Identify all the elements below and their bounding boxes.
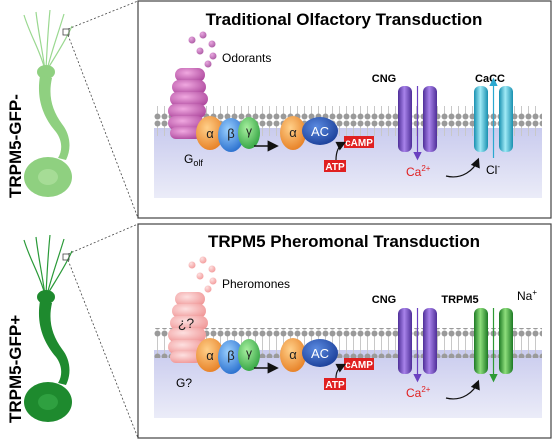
label-trpm5-gfp-positive: TRPM5-GFP+ bbox=[6, 315, 25, 423]
g-gamma-subunit bbox=[238, 117, 260, 149]
ca-ion-label: Ca2+ bbox=[406, 164, 431, 179]
pheromone-receptor bbox=[168, 292, 208, 363]
neuron-gfp-negative bbox=[23, 9, 73, 197]
panel-title-traditional: Traditional Olfactory Transduction bbox=[206, 10, 483, 29]
effector-alpha-2 bbox=[280, 338, 306, 372]
cng-label-2: CNG bbox=[372, 294, 396, 306]
gamma-label: γ bbox=[246, 124, 252, 138]
cng-label: CNG bbox=[372, 73, 396, 85]
ac-label-2: AC bbox=[311, 346, 329, 361]
panel-title-pheromonal: TRPM5 Pheromonal Transduction bbox=[208, 232, 480, 251]
atp-label-2: ATP bbox=[325, 380, 345, 391]
cacc-channel-left bbox=[474, 86, 488, 152]
cng-channel-right-2 bbox=[423, 308, 437, 374]
g-beta-subunit-2 bbox=[218, 340, 244, 374]
odorant-molecules bbox=[188, 31, 217, 68]
cng-channel-right bbox=[423, 86, 437, 152]
ac-label: AC bbox=[311, 124, 329, 139]
camp-box bbox=[344, 136, 374, 148]
alpha-label-2: α bbox=[206, 348, 214, 363]
beta-label-2: β bbox=[227, 348, 234, 363]
atp-box-2 bbox=[324, 378, 346, 390]
odorants-label: Odorants bbox=[222, 51, 271, 65]
g-gamma-subunit-2 bbox=[238, 339, 260, 371]
label-trpm5-gfp-negative: TRPM5-GFP- bbox=[6, 94, 25, 198]
atp-box bbox=[324, 160, 346, 172]
pheromones-label: Pheromones bbox=[222, 277, 290, 291]
cng-channel-left-2 bbox=[398, 308, 412, 374]
trpm5-label: TRPM5 bbox=[441, 294, 478, 306]
g-unknown-label: G? bbox=[176, 376, 192, 390]
unknown-receptor-label: ¿? bbox=[178, 315, 195, 331]
adenylyl-cyclase-2 bbox=[302, 339, 338, 367]
trpm5-channel-left bbox=[474, 308, 488, 374]
cng-channel-left bbox=[398, 86, 412, 152]
g-beta-subunit bbox=[218, 118, 244, 152]
cl-ion-label: Cl- bbox=[486, 162, 500, 177]
beta-label: β bbox=[227, 126, 234, 141]
effector-alpha-label-2: α bbox=[289, 347, 297, 362]
g-olf-label: Golf bbox=[184, 152, 203, 168]
ca-ion-label-2: Ca2+ bbox=[406, 385, 431, 400]
g-alpha-subunit-2 bbox=[196, 338, 224, 372]
trpm5-channel-right bbox=[499, 308, 513, 374]
atp-to-camp-arrow-2 bbox=[335, 363, 347, 379]
g-alpha-subunit bbox=[196, 116, 224, 150]
panel-traditional: Traditional Olfactory Transduction Odora… bbox=[137, 0, 552, 219]
panel-pheromonal: TRPM5 Pheromonal Transduction Pheromones… bbox=[137, 223, 552, 439]
neuron-gfp-positive bbox=[23, 234, 73, 422]
cacc-channel-right bbox=[499, 86, 513, 152]
zoom-indicator-top bbox=[62, 0, 139, 219]
alpha-label: α bbox=[206, 126, 214, 141]
camp-label-2: cAMP bbox=[345, 360, 373, 371]
atp-label: ATP bbox=[325, 162, 345, 173]
effector-alpha bbox=[280, 116, 306, 150]
effector-alpha-label: α bbox=[289, 125, 297, 140]
zoom-indicator-bottom bbox=[62, 223, 139, 439]
ca-to-cacc-arrow bbox=[445, 157, 480, 178]
camp-label: cAMP bbox=[345, 138, 373, 149]
ca-to-trpm5-arrow bbox=[445, 379, 480, 400]
pheromone-molecules bbox=[188, 256, 217, 293]
na-ion-label: Na+ bbox=[517, 288, 537, 303]
atp-to-camp-arrow bbox=[335, 141, 347, 161]
cacc-label: CaCC bbox=[475, 73, 505, 85]
odorant-receptor bbox=[168, 68, 208, 139]
camp-box-2 bbox=[344, 358, 374, 370]
adenylyl-cyclase bbox=[302, 117, 338, 145]
gamma-label-2: γ bbox=[246, 346, 252, 360]
